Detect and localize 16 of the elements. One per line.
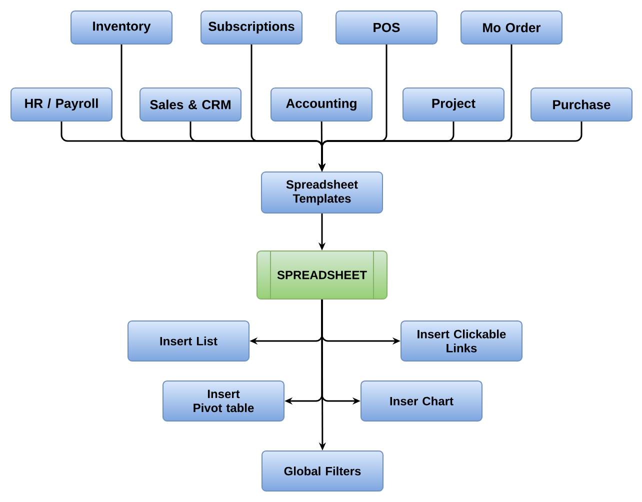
- process-box: Accounting: [270, 88, 372, 122]
- process-box: Global Filters: [262, 450, 384, 492]
- process-box: Subscriptions: [200, 10, 302, 44]
- process-box: Mo Order: [460, 10, 562, 44]
- process-box: POS: [336, 10, 438, 44]
- process-box: Spreadsheet Templates: [261, 172, 383, 214]
- process-box: Sales & CRM: [140, 88, 242, 122]
- process-box: Project: [402, 88, 504, 122]
- process-box: Inser Chart: [360, 380, 482, 422]
- subprocess-box: SPREADSHEET: [256, 250, 388, 300]
- process-box: Purchase: [530, 88, 632, 122]
- process-box: Insert List: [128, 320, 250, 362]
- process-box: Insert Clickable Links: [400, 320, 522, 362]
- process-box: HR / Payroll: [10, 88, 112, 122]
- process-box: Inventory: [70, 10, 172, 44]
- process-box: Insert Pivot table: [162, 380, 284, 422]
